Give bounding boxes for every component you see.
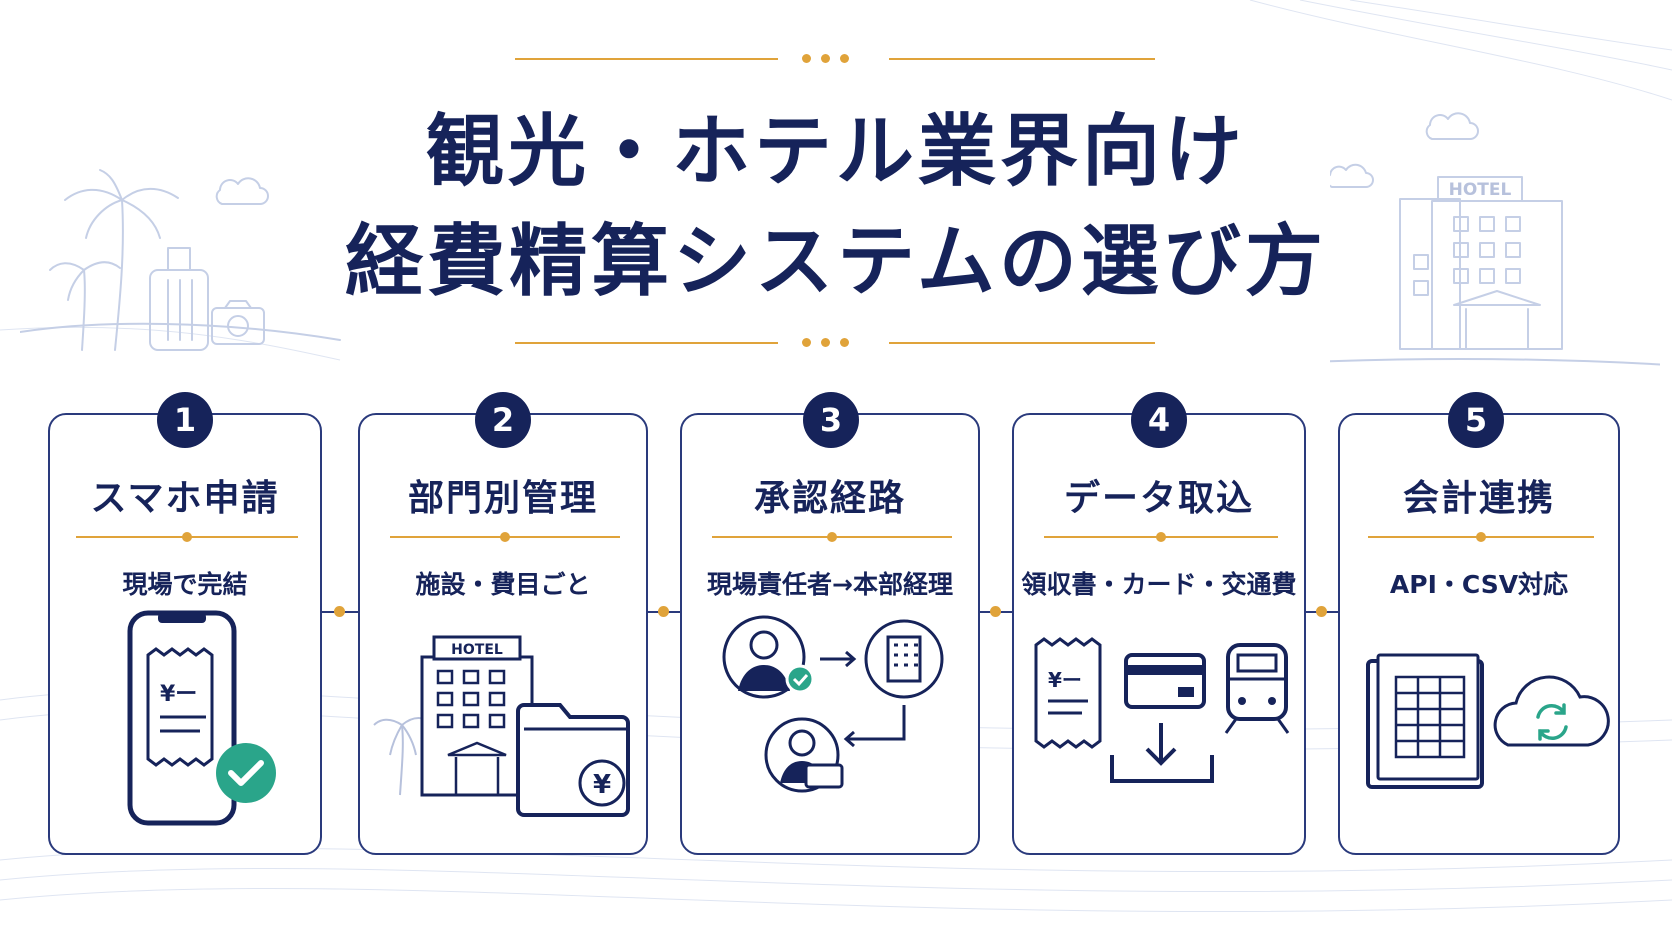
bottom-divider-dots — [802, 338, 849, 347]
smartphone-receipt-icon: ¥ー — [127, 610, 276, 826]
folder-yen-text: ¥ — [593, 770, 611, 800]
step-subtitle: API・CSV対応 — [1389, 570, 1569, 599]
hotel-sign-text: HOTEL — [1449, 180, 1512, 200]
ledger-book-icon — [1366, 653, 1484, 789]
step-title: データ取込 — [1063, 478, 1254, 519]
hotel-folder-icon: HOTEL ¥ — [373, 635, 630, 817]
data-import-icon: ¥ー — [1034, 637, 1290, 783]
headquarters-building-icon — [864, 619, 944, 699]
receipt-text: ¥ー — [1048, 668, 1082, 692]
connector-dot-2 — [658, 606, 669, 617]
palm-tree-icon — [49, 169, 179, 351]
approval-flow-icon — [722, 615, 944, 793]
download-tray-icon — [1110, 723, 1214, 783]
accountant-avatar-icon — [764, 717, 844, 793]
cloud-sync-icon — [1493, 675, 1610, 747]
card-divider-dot — [827, 532, 837, 542]
right-hotel-scene: HOTEL — [1330, 112, 1660, 366]
connector-dot-4 — [1316, 606, 1327, 617]
receipt-text: ¥ー — [160, 682, 197, 707]
step-title: 会計連携 — [1402, 478, 1555, 519]
step-subtitle: 領収書・カード・交通費 — [1021, 570, 1297, 599]
credit-card-icon — [1124, 653, 1206, 709]
suitcase-icon — [149, 247, 209, 351]
step-subtitle: 現場責任者→本部経理 — [707, 570, 953, 599]
step-card-4: データ取込 領収書・カード・交通費 ¥ー — [1012, 413, 1306, 855]
step-card-3: 承認経路 現場責任者→本部経理 — [680, 413, 980, 855]
hotel-building-icon — [1399, 176, 1563, 350]
step-title: 部門別管理 — [407, 478, 598, 519]
top-divider-right — [889, 58, 1155, 60]
card-divider-dot — [1476, 532, 1486, 542]
step-number-3: 3 — [803, 392, 859, 448]
step-number-5: 5 — [1448, 392, 1504, 448]
receipt-icon: ¥ー — [1034, 637, 1102, 749]
left-travel-scene — [20, 169, 341, 351]
bottom-divider-right — [889, 342, 1155, 344]
connector-dot-3 — [990, 606, 1001, 617]
step-number-4: 4 — [1131, 392, 1187, 448]
card-divider-dot — [1156, 532, 1166, 542]
bottom-divider-left — [515, 342, 778, 344]
step-number-2: 2 — [475, 392, 531, 448]
step-number-1: 1 — [157, 392, 213, 448]
cloud-icon — [1330, 163, 1374, 188]
step-card-2: 部門別管理 施設・費目ごと HOTEL ¥ — [358, 413, 648, 855]
manager-avatar-icon — [722, 615, 815, 699]
train-icon — [1224, 643, 1290, 734]
cloud-icon — [1425, 112, 1479, 140]
step-card-1: スマホ申請 現場で完結 ¥ー — [48, 413, 322, 855]
step-title: スマホ申請 — [90, 478, 280, 519]
page-title-line1: 観光・ホテル業界向け — [425, 107, 1246, 197]
step-subtitle: 現場で完結 — [122, 570, 248, 599]
step-subtitle: 施設・費目ごと — [415, 570, 591, 599]
accounting-sync-icon — [1366, 653, 1610, 789]
top-divider-left — [515, 58, 778, 60]
camera-icon — [211, 300, 265, 345]
cloud-icon — [215, 177, 269, 205]
page-title-line2: 経費精算システムの選び方 — [345, 217, 1327, 307]
connector-dot-1 — [334, 606, 345, 617]
card-divider-dot — [182, 532, 192, 542]
step-title: 承認経路 — [753, 478, 906, 519]
top-divider-dots — [802, 54, 849, 63]
card-divider-dot — [500, 532, 510, 542]
step-card-5: 会計連携 API・CSV対応 — [1338, 413, 1620, 855]
hotel-sign-text: HOTEL — [451, 642, 503, 658]
